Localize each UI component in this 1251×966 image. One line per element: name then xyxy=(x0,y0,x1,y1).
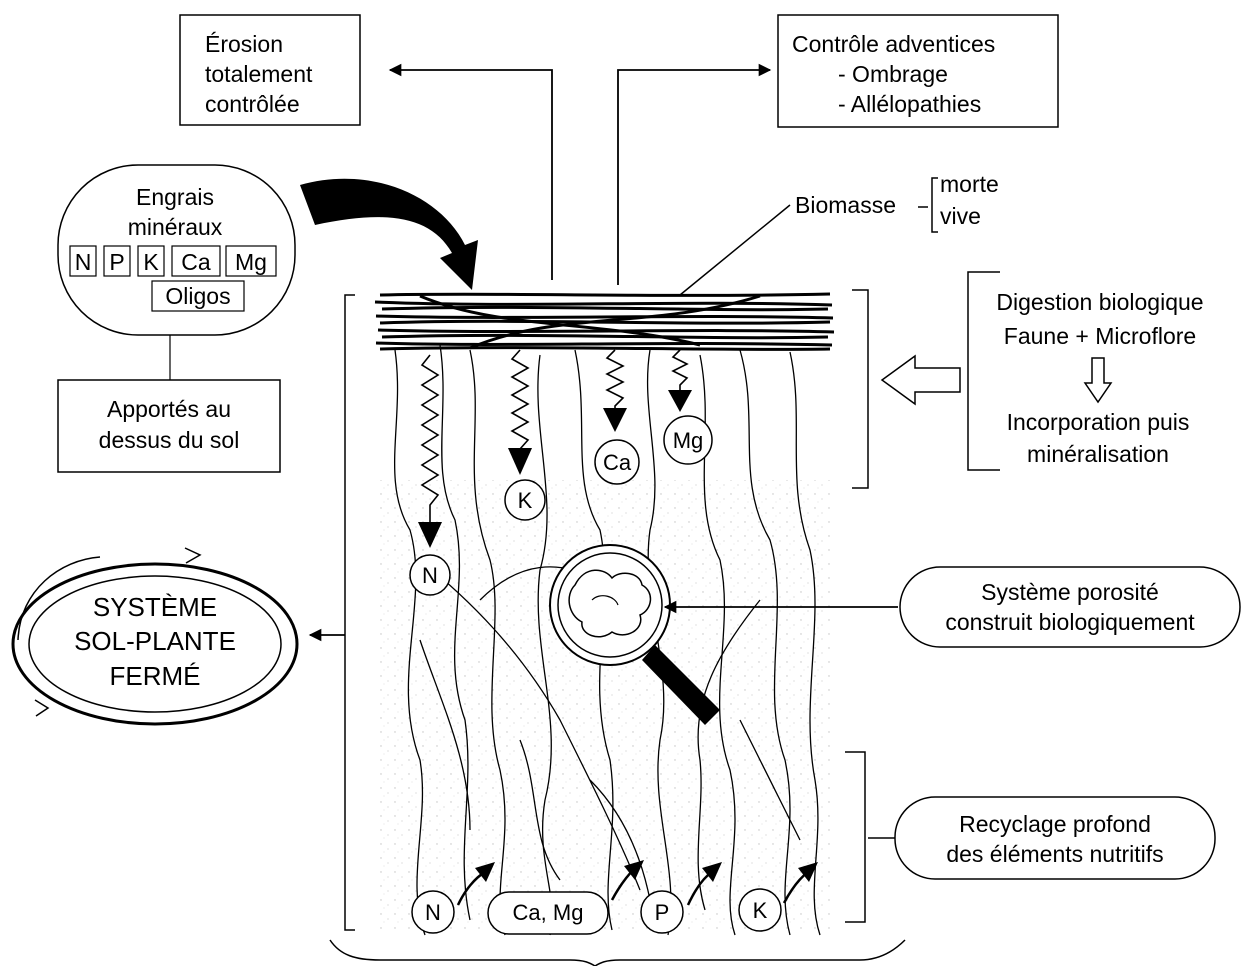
digestion-line-3: Incorporation puis xyxy=(1007,409,1190,435)
profile-bracket-left xyxy=(344,294,355,931)
released-element: K xyxy=(518,488,533,513)
root xyxy=(789,351,821,936)
released-element: Mg xyxy=(673,428,704,453)
recycling-box: Recyclage profond des éléments nutritifs xyxy=(868,796,1216,880)
root xyxy=(419,559,641,891)
digestion-zone-bracket xyxy=(852,289,869,489)
digestion-line-4: minéralisation xyxy=(1027,441,1169,467)
porosity-box: Système porosité construit biologiquemen… xyxy=(899,566,1241,648)
down-hollow-arrow xyxy=(1083,357,1113,404)
deep-element: P xyxy=(655,900,670,925)
closed-system-line-1: SYSTÈME xyxy=(93,592,217,622)
erosion-box: Érosion totalement contrôlée xyxy=(179,14,361,126)
released-element: N xyxy=(422,563,438,588)
root xyxy=(739,719,801,841)
fertilizer-element: K xyxy=(143,249,159,275)
root xyxy=(739,349,791,936)
weed-line-3: - Allélopathies xyxy=(838,91,981,117)
applied-box: Apportés au dessus du sol xyxy=(57,379,281,473)
fertilizer-element: Mg xyxy=(235,249,267,275)
weed-line-1: Contrôle adventices xyxy=(792,31,995,57)
root xyxy=(439,344,471,921)
applied-line-1: Apportés au xyxy=(107,396,231,422)
fertilizer-group: Engrais minéraux N P K Ca Mg Oligos xyxy=(57,164,296,336)
fertilizer-element: P xyxy=(109,249,124,275)
recycling-line-2: des éléments nutritifs xyxy=(946,841,1163,867)
digestion-line-1: Digestion biologique xyxy=(996,289,1203,315)
fertilizer-element: N xyxy=(75,249,92,275)
weed-control-box: Contrôle adventices - Ombrage - Allélopa… xyxy=(777,14,1059,128)
left-hollow-arrow xyxy=(880,354,961,406)
bottom-brace xyxy=(329,939,906,966)
biomass-layer xyxy=(374,292,835,351)
released-elements: N K Ca Mg xyxy=(409,349,713,596)
root xyxy=(469,349,506,936)
closed-system-line-2: SOL-PLANTE xyxy=(74,626,236,656)
root xyxy=(537,354,554,936)
biomass-state-brace xyxy=(918,177,938,233)
roots xyxy=(394,344,821,936)
deep-element: N xyxy=(425,900,441,925)
fertilizer-oligo: Oligos xyxy=(165,283,230,309)
root xyxy=(699,354,736,936)
magnifier-icon xyxy=(549,544,720,725)
closed-system-line-3: FERMÉ xyxy=(110,661,201,691)
erosion-line-1: Érosion xyxy=(205,31,283,57)
applied-line-2: dessus du sol xyxy=(99,427,240,453)
digestion-line-2: Faune + Microflore xyxy=(1004,323,1196,349)
fertilizer-title-2: minéraux xyxy=(128,214,223,240)
root xyxy=(589,779,651,901)
fertilizer-curved-arrow xyxy=(300,178,478,290)
weed-line-2: - Ombrage xyxy=(838,61,948,87)
released-element: Ca xyxy=(603,450,632,475)
erosion-line-2: totalement xyxy=(205,61,313,87)
recycling-zone-bracket xyxy=(845,751,866,923)
biomass-leader xyxy=(679,204,791,296)
fertilizer-elements: N P K Ca Mg Oligos xyxy=(69,245,277,312)
biomass-state-dead: morte xyxy=(940,171,999,197)
fertilizer-element: Ca xyxy=(181,249,211,275)
biomass-label-group: Biomasse morte vive xyxy=(679,171,999,296)
weed-arrow xyxy=(617,63,772,285)
deep-element: K xyxy=(753,898,768,923)
root xyxy=(697,599,761,911)
root xyxy=(519,739,561,881)
recycling-line-1: Recyclage profond xyxy=(959,811,1151,837)
closed-system: SYSTÈME SOL-PLANTE FERMÉ xyxy=(11,547,299,726)
porosity-line-1: Système porosité xyxy=(981,579,1159,605)
porosity-line-2: construit biologiquement xyxy=(945,609,1195,635)
erosion-arrow xyxy=(388,63,553,280)
erosion-line-3: contrôlée xyxy=(205,91,300,117)
deep-element: Ca, Mg xyxy=(513,900,584,925)
fertilizer-ellipse xyxy=(57,164,296,336)
root xyxy=(394,349,426,936)
biomass-state-living: vive xyxy=(940,203,981,229)
root xyxy=(419,639,471,831)
fertilizer-title-1: Engrais xyxy=(136,184,214,210)
digestion-box: Digestion biologique Faune + Microflore … xyxy=(967,271,1204,471)
deep-elements: N Ca, Mg P K xyxy=(411,860,818,935)
biomass-label: Biomasse xyxy=(795,192,896,218)
